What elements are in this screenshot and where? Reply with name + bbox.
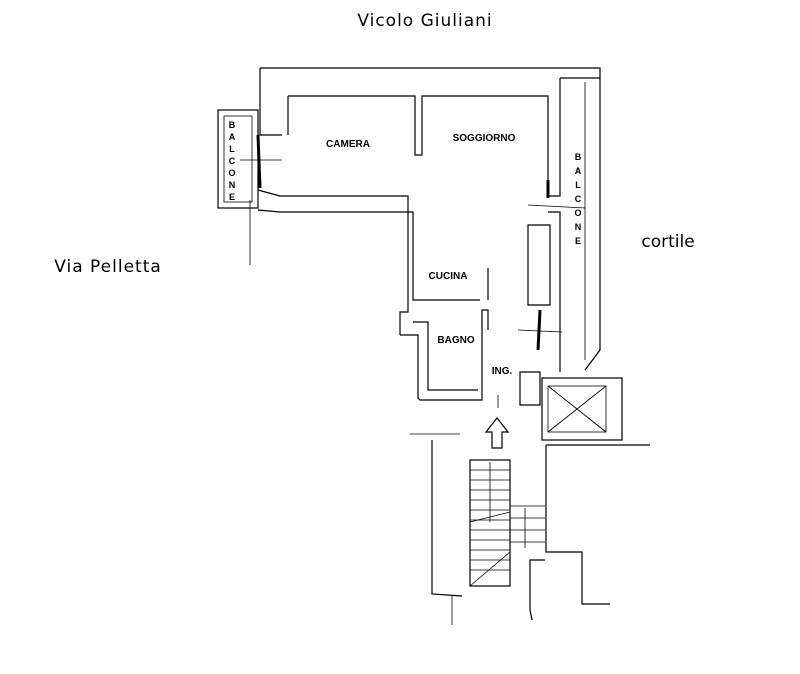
elevator-shaft-icon <box>541 377 623 441</box>
room-label-soggiorno: SOGGIORNO <box>453 133 516 144</box>
outer-walls <box>257 67 601 406</box>
svg-text:O: O <box>574 208 581 218</box>
svg-text:N: N <box>229 180 236 190</box>
courtyard-label: cortile <box>641 232 694 252</box>
svg-text:C: C <box>575 194 582 204</box>
svg-text:A: A <box>575 166 582 176</box>
balcony-left <box>217 109 262 209</box>
room-label-cucina: CUCINA <box>429 271 468 282</box>
svg-text:L: L <box>575 180 581 190</box>
svg-text:L: L <box>229 144 235 154</box>
window <box>256 134 262 189</box>
section-marks <box>240 159 586 435</box>
svg-text:B: B <box>229 120 236 130</box>
balcony-right-label: B A L C O N E <box>574 152 581 246</box>
svg-text:B: B <box>575 152 582 162</box>
svg-text:C: C <box>229 156 236 166</box>
svg-text:E: E <box>575 236 581 246</box>
svg-text:A: A <box>229 132 236 142</box>
svg-text:O: O <box>228 168 235 178</box>
staircase <box>431 440 650 625</box>
room-label-bagno: BAGNO <box>437 335 474 346</box>
balcony-left-label: B A L C O N E <box>228 120 235 202</box>
street-label-top: Vicolo Giuliani <box>357 11 492 31</box>
svg-text:N: N <box>575 222 582 232</box>
room-label-camera: CAMERA <box>326 139 370 150</box>
street-label-left: Via Pelletta <box>54 257 162 277</box>
window <box>536 309 542 351</box>
room-label-ingresso: ING. <box>492 366 513 377</box>
balcony-right <box>536 82 586 360</box>
up-arrow-icon <box>484 395 510 449</box>
svg-text:E: E <box>229 192 235 202</box>
